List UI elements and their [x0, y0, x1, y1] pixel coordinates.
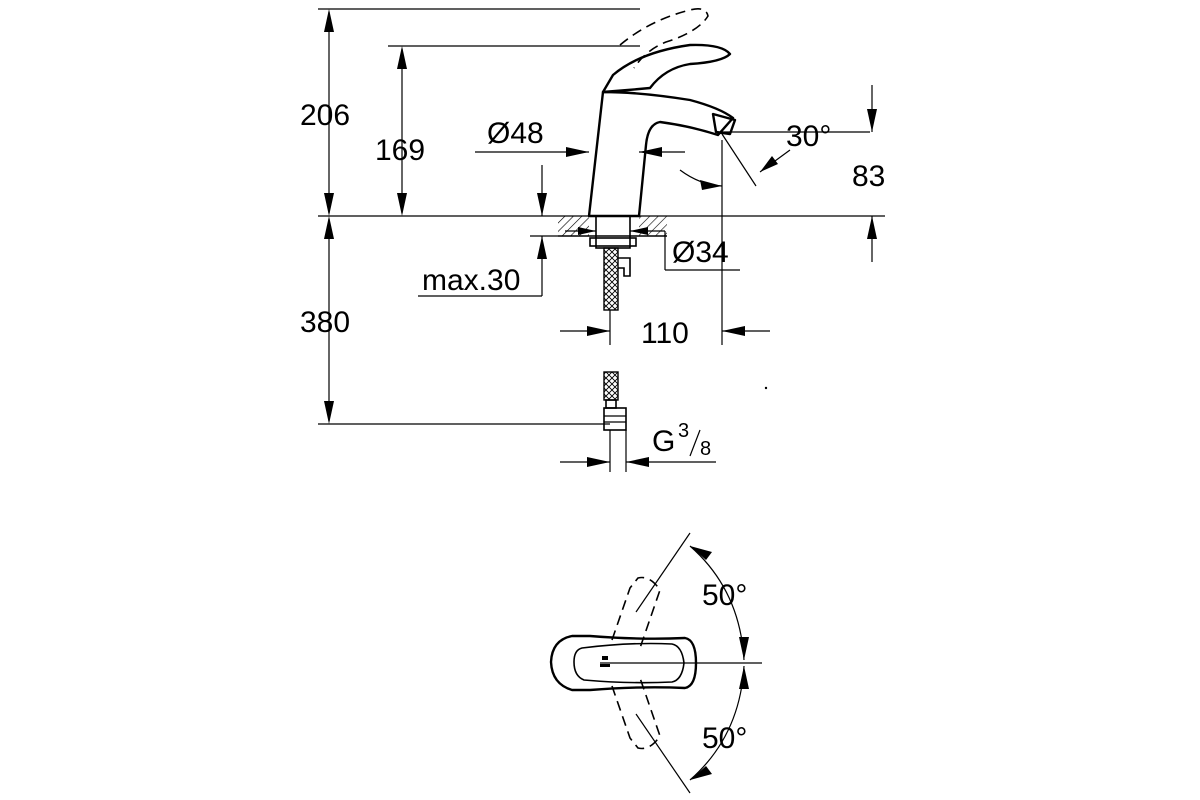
dim-label-connection: G: [652, 425, 675, 458]
dim-rotation-upper: [689, 545, 749, 661]
dim-connection-thread: [560, 430, 716, 472]
dim-label-380: 380: [300, 306, 350, 339]
dim-max-thickness: [418, 165, 558, 297]
dim-spout-height: [397, 46, 407, 216]
dim-hole-diameter: [565, 227, 740, 271]
dim-label-angle-30: 30°: [786, 120, 831, 153]
dim-label-max-30: max.30: [422, 264, 520, 297]
dim-label-diameter-48: Ø48: [487, 117, 544, 150]
dim-base-diameter: [475, 147, 685, 157]
side-view: 206 169 380 Ø48: [300, 8, 885, 472]
lever-handle: [601, 43, 732, 94]
lever-rotated-upper: [611, 576, 661, 649]
dim-label-83: 83: [852, 160, 885, 193]
lever-indicator-mark: [602, 656, 608, 660]
dim-total-height: [324, 9, 334, 216]
dim-label-169: 169: [375, 134, 425, 167]
rotation-limit-lower: [635, 713, 691, 794]
mounting-shank: [595, 215, 631, 249]
top-view: 50° 50°: [549, 532, 762, 794]
dim-label-206: 206: [300, 99, 350, 132]
hose-connector-nut: [603, 407, 627, 431]
lever-rotated-lower: [611, 677, 661, 750]
lever-top-view: [549, 634, 698, 692]
dim-hose-length: [324, 216, 334, 424]
dim-label-diameter-34: Ø34: [672, 236, 729, 269]
hose-connector-collar: [605, 399, 617, 409]
mounting-nut: [589, 237, 637, 247]
hose-lower: [603, 371, 619, 401]
dim-label-110: 110: [641, 317, 689, 350]
hose-fitting: [618, 257, 631, 277]
rotation-limit-upper: [635, 532, 691, 613]
dim-label-connection-num: 3: [678, 420, 689, 442]
drawing-dot: [764, 386, 768, 390]
dim-label-connection-den: 8: [700, 438, 711, 460]
faucet-body: [587, 90, 735, 218]
lever-top-view-inner: [573, 642, 685, 684]
dim-aerator-height: [867, 85, 877, 262]
lever-raised-outline: [619, 8, 709, 69]
dim-label-rotation-upper: 50°: [702, 579, 747, 612]
lever-indicator-mark-2: [600, 664, 610, 667]
dim-spout-reach: [560, 326, 770, 336]
dim-spout-angle: [679, 131, 870, 190]
aerator: [711, 112, 737, 136]
dim-label-rotation-lower: 50°: [702, 722, 747, 755]
hose-upper: [603, 247, 619, 311]
dim-rotation-lower: [689, 665, 749, 781]
